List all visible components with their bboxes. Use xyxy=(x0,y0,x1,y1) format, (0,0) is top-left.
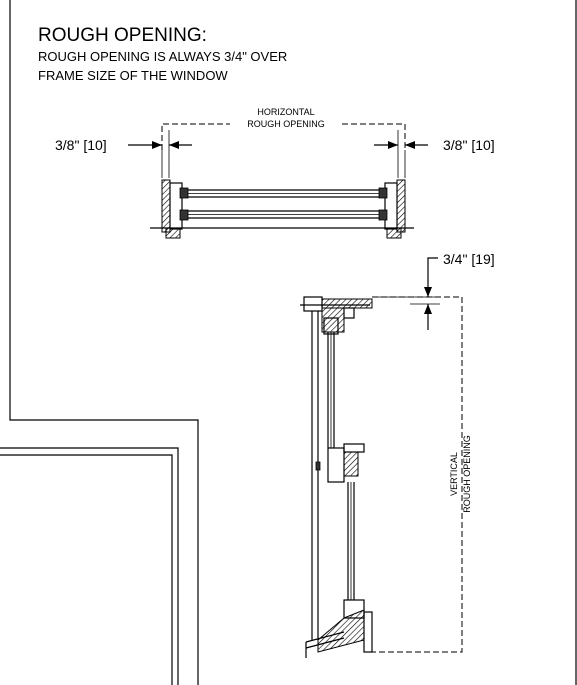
horizontal-label-line-1: HORIZONTAL xyxy=(257,107,314,117)
vertical-section: 3/4" [19] VERTICAL ROUGH OPENING xyxy=(300,251,495,658)
horizontal-label-line-2: ROUGH OPENING xyxy=(247,119,325,129)
subtitle-line-2: FRAME SIZE OF THE WINDOW xyxy=(38,68,228,83)
horizontal-left-dim: 3/8" [10] xyxy=(55,137,107,153)
vertical-label-line-1: VERTICAL xyxy=(449,452,459,496)
page-title: ROUGH OPENING: xyxy=(38,25,207,46)
subtitle-line-1: ROUGH OPENING IS ALWAYS 3/4" OVER xyxy=(38,49,287,64)
vertical-label-line-2: ROUGH OPENING xyxy=(462,435,472,513)
horizontal-right-dim: 3/8" [10] xyxy=(443,137,495,153)
horizontal-section: HORIZONTAL ROUGH OPENING 3/8" [10] 3/8" … xyxy=(55,107,495,239)
vertical-top-dim: 3/4" [19] xyxy=(443,251,495,267)
